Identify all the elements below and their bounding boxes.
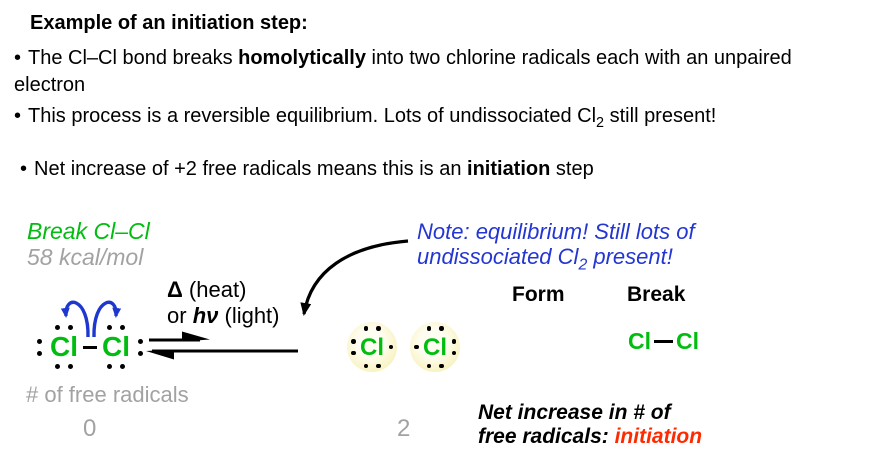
heat-text: (heat) [182, 277, 247, 302]
reaction-conditions: Δ (heat) or hν (light) [167, 277, 280, 329]
net-line2: free radicals: initiation [478, 425, 702, 449]
radical-count-product: 2 [397, 415, 411, 442]
lewis-structure-cl2: Cl Cl [33, 323, 147, 371]
chlorine-radical-left: Cl [347, 322, 397, 372]
lone-pair-dots [347, 363, 397, 368]
chlorine-radical-symbol: Cl [423, 334, 447, 361]
lone-pair-dots [98, 362, 134, 371]
equilibrium-reverse-arrowhead-icon [146, 349, 174, 360]
equilibrium-forward-arrowhead-icon [182, 331, 210, 342]
spacer [33, 362, 46, 371]
net-line1: Net increase in # of [478, 401, 671, 424]
form-column-header: Form [512, 283, 565, 306]
spacer [134, 323, 147, 332]
bullet-net-increase: • Net increase of +2 free radicals means … [20, 156, 840, 183]
light-text: (light) [218, 303, 280, 328]
equilibrium-note: Note: equilibrium! Still lots of undisso… [417, 219, 695, 277]
broken-bond-clcl: Cl Cl [628, 328, 699, 355]
bullet-text: This process is a reversible equilibrium… [28, 105, 597, 127]
hv-symbol: hν [192, 303, 219, 328]
chlorine-atom-right: Cl [102, 331, 130, 362]
bullet-marker: • [14, 47, 22, 69]
chlorine-radical-right: Cl [410, 322, 460, 372]
lone-pair-dots [347, 326, 397, 331]
bullet-text: The Cl–Cl bond breaks [28, 47, 239, 69]
bullet-text: into two chlorine radicals each with an … [14, 47, 792, 96]
lone-pair-dots [451, 322, 456, 372]
spacer [82, 362, 98, 371]
lone-pair-dots [410, 326, 460, 331]
initiation-highlight: initiation [614, 425, 703, 448]
bullet-text: Net increase of +2 free radicals means t… [34, 158, 468, 180]
sigma-bond [654, 340, 673, 343]
delta-symbol: Δ [167, 277, 183, 302]
lone-pair-dots [46, 362, 82, 371]
note-pointer-arrow-icon [300, 239, 409, 316]
free-radical-count-label: # of free radicals [26, 382, 189, 407]
chlorine-symbol: Cl [628, 328, 651, 354]
conditions-light-line: or hν (light) [167, 303, 280, 329]
chlorine-symbol: Cl [676, 328, 699, 354]
subscript-2: 2 [596, 115, 605, 131]
sigma-bond [82, 332, 98, 362]
note-line1: Note: equilibrium! Still lots of [417, 219, 695, 244]
bullet-bold-term: homolytically [238, 47, 366, 69]
or-text: or [167, 303, 193, 328]
note-line2-pre: undissociated Cl [417, 244, 579, 269]
net-line2-pre: free radicals: [478, 425, 615, 448]
spacer [134, 362, 147, 371]
note-line2: undissociated Cl2 present! [417, 244, 695, 277]
spacer [82, 323, 98, 332]
unpaired-electron-dot [388, 322, 393, 372]
lone-pair-dots [351, 322, 356, 372]
bullet-bold-term: initiation [467, 158, 551, 180]
bullet-text: step [550, 158, 594, 180]
lone-pair-dots [33, 332, 46, 362]
conditions-heat-line: Δ (heat) [167, 277, 280, 303]
spacer [33, 323, 46, 332]
bond-energy-label: 58 kcal/mol [27, 244, 144, 270]
bullet-homolysis: • The Cl–Cl bond breaks homolytically int… [14, 45, 814, 99]
unpaired-electron-dot [414, 322, 419, 372]
chlorine-atom-left: Cl [50, 331, 78, 362]
note-line2-post: present! [587, 244, 673, 269]
lone-pair-dots [410, 363, 460, 368]
chlorine-radical-symbol: Cl [360, 334, 384, 361]
bullet-marker: • [14, 105, 22, 127]
slide-title: Example of an initiation step: [30, 12, 308, 34]
subscript-2: 2 [578, 256, 588, 274]
lone-pair-dots [134, 332, 147, 362]
radical-count-reactant: 0 [83, 415, 97, 442]
bullet-text: still present! [604, 105, 717, 127]
break-clcl-label: Break Cl–Cl [27, 218, 150, 244]
bullet-equilibrium: • This process is a reversible equilibriu… [14, 103, 844, 137]
bullet-marker: • [20, 158, 28, 180]
net-increase-caption: Net increase in # of free radicals: init… [478, 401, 702, 449]
break-column-header: Break [627, 283, 686, 306]
